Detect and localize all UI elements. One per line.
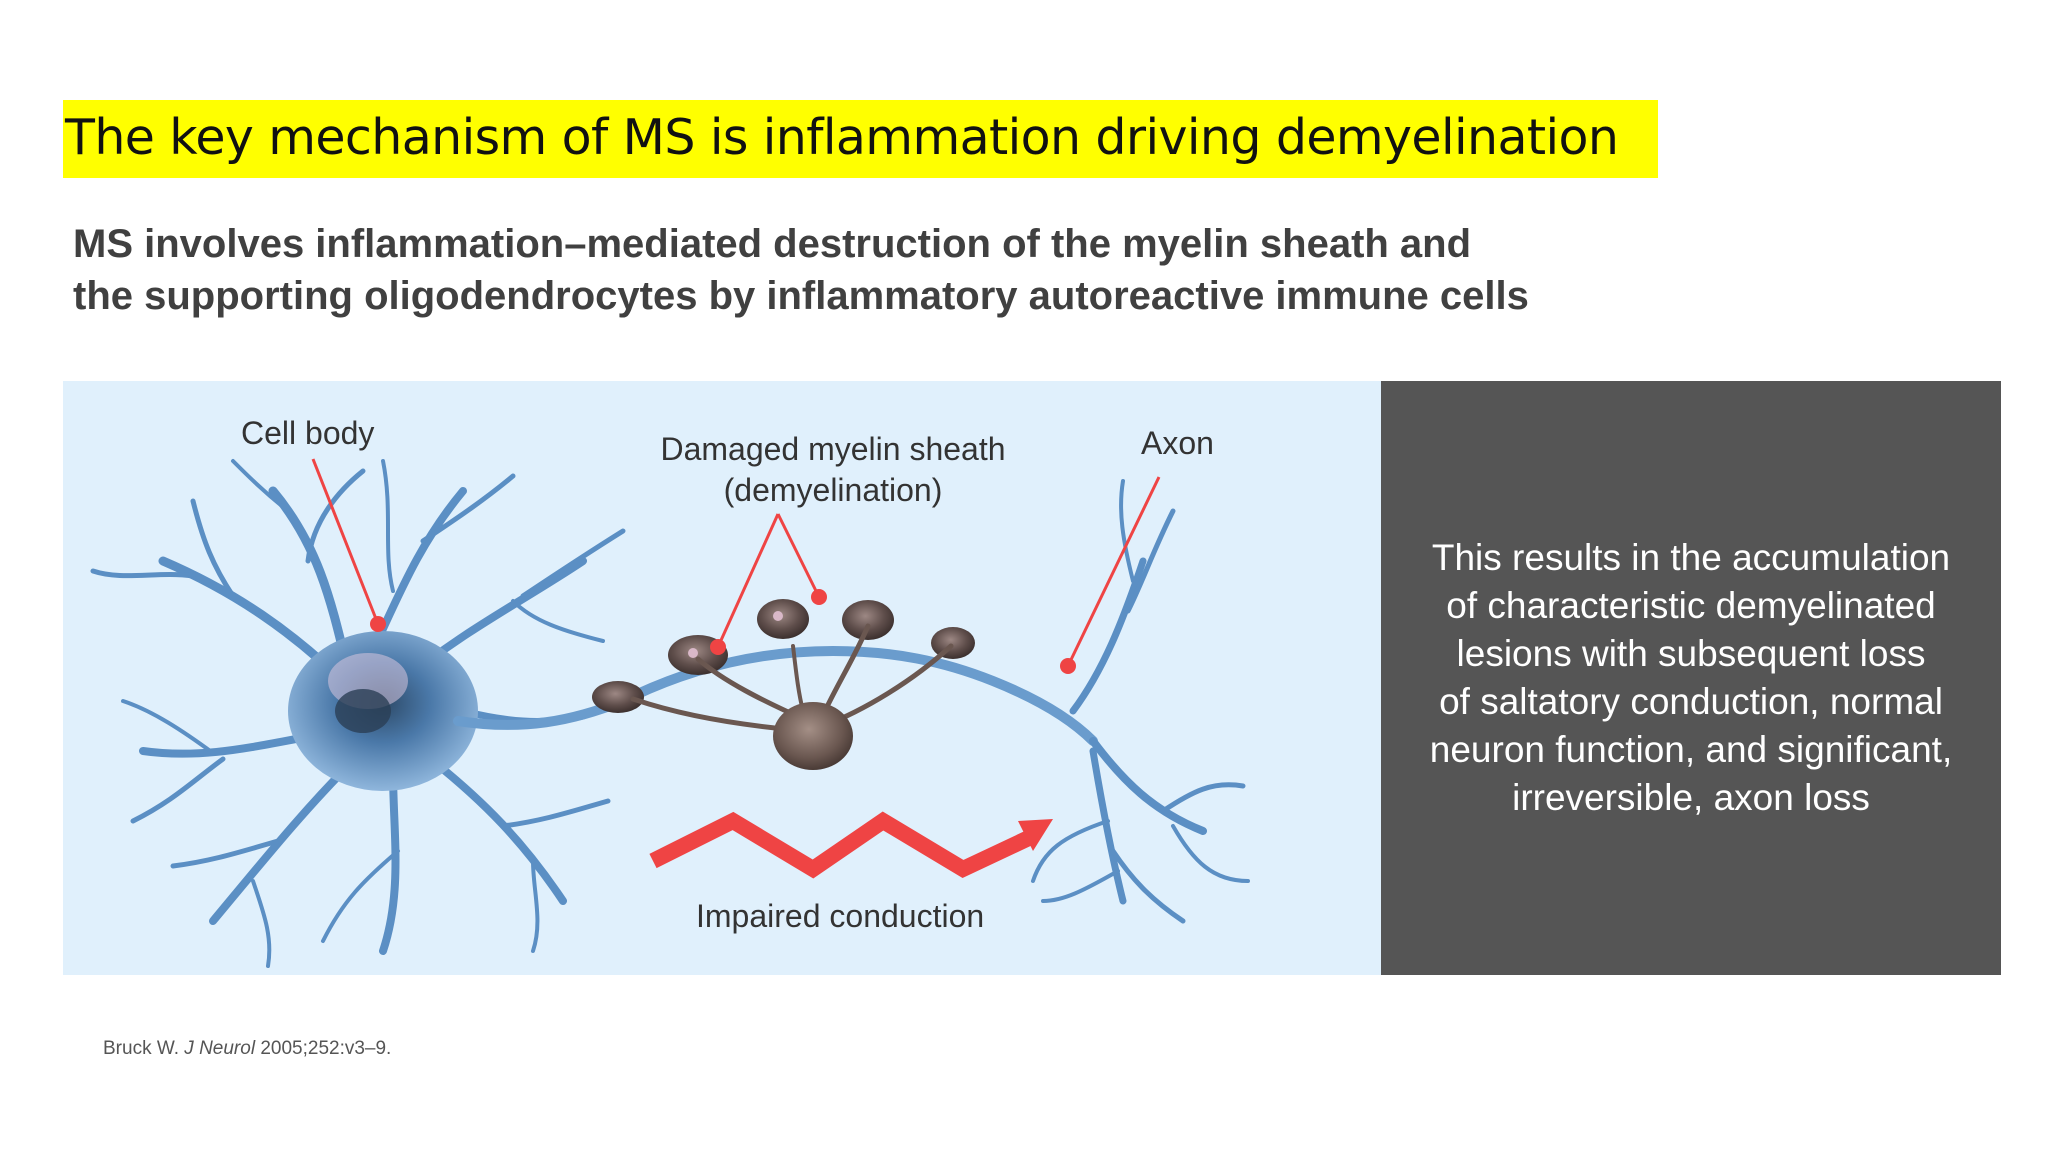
slide-title: The key mechanism of MS is inflammation … xyxy=(65,109,1619,166)
side-line-2: of characteristic demyelinated xyxy=(1446,585,1936,626)
slide-subtitle: MS involves inflammation–mediated destru… xyxy=(73,218,1773,322)
myelin-label-line-1: Damaged myelin sheath xyxy=(660,431,1006,467)
axon-label: Axon xyxy=(1141,425,1214,461)
side-panel-text: This results in the accumulation of char… xyxy=(1381,534,2001,822)
side-line-6: irreversible, axon loss xyxy=(1512,777,1870,818)
cell-body-dendrites xyxy=(90,459,626,968)
impaired-conduction-label: Impaired conduction xyxy=(696,898,985,934)
label-pointers xyxy=(311,458,1161,667)
side-line-4: of saltatory conduction, normal xyxy=(1439,681,1943,722)
myelin-label: Damaged myelin sheath (demyelination) xyxy=(583,429,1083,511)
label-pointer-dots xyxy=(370,589,1076,674)
subtitle-line-1: MS involves inflammation–mediated destru… xyxy=(73,222,1472,266)
impaired-conduction-arrow xyxy=(649,811,1037,879)
citation-author: Bruck W. xyxy=(103,1038,185,1059)
side-line-5: neuron function, and significant, xyxy=(1429,729,1953,770)
citation-details: 2005;252:v3–9. xyxy=(255,1038,392,1059)
axon-terminal-branches xyxy=(1031,479,1250,924)
citation-journal: J Neurol xyxy=(184,1038,256,1059)
subtitle-line-2: the supporting oligodendrocytes by infla… xyxy=(73,274,1529,318)
side-line-3: lesions with subsequent loss xyxy=(1456,633,1926,674)
side-line-1: This results in the accumulation xyxy=(1431,537,1951,578)
cell-body-label: Cell body xyxy=(241,415,375,451)
axon-fiber xyxy=(453,645,1098,746)
neuron-illustration xyxy=(90,458,1250,968)
neuron-figure: Cell body Damaged myelin sheath (demyeli… xyxy=(63,381,1381,975)
side-panel: This results in the accumulation of char… xyxy=(1381,381,2001,975)
citation: Bruck W. J Neurol 2005;252:v3–9. xyxy=(103,1038,391,1060)
myelin-label-line-2: (demyelination) xyxy=(723,472,943,508)
title-highlight: The key mechanism of MS is inflammation … xyxy=(63,100,1658,178)
